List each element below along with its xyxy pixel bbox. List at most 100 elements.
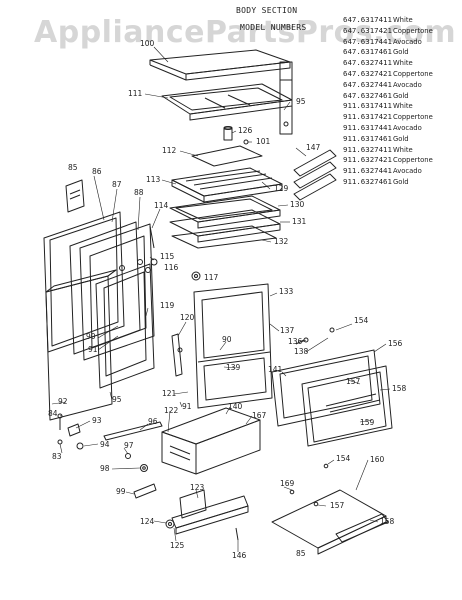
part-oven-rack [171,167,283,203]
model-number: 647.6317411 [343,15,392,24]
callout-154: 154 [354,316,369,325]
model-color: Coppertone [392,156,433,165]
callout-95-lower: 95 [112,395,122,404]
callout-158-lower: 158 [380,517,395,526]
callout-140: 140 [228,402,243,411]
callout-91-frame: 91 [182,402,192,411]
section-title: BODY SECTION [236,6,298,15]
part-rollers [125,453,148,472]
model-number-row: 647.6317411White [343,15,433,26]
callout-159: 159 [360,418,375,427]
callout-131: 131 [292,217,307,226]
callout-114: 114 [154,201,169,210]
callout-112: 112 [162,146,177,155]
model-number: 911.6327421 [343,155,392,165]
model-number: 911.6327461 [343,176,392,186]
callout-97: 97 [124,441,134,450]
leader-lines [51,46,391,552]
callout-158: 158 [392,384,407,393]
callout-129: 129 [274,184,289,193]
model-number-row: 911.6327441Avocado [343,166,433,177]
model-number-row: 911.6317421Coppertone [343,112,433,123]
callout-124: 124 [140,517,155,526]
callout-157-lower: 157 [330,501,345,510]
model-color: Avocado [392,80,422,89]
callout-133: 133 [279,287,294,296]
model-color: Coppertone [392,113,433,122]
model-number-row: 911.6317441Avocado [343,123,433,134]
callout-141: 141 [268,365,283,374]
callout-119: 119 [160,301,175,310]
model-number: 911.6327441 [343,166,392,176]
callout-138: 138 [294,347,309,356]
model-number-row: 647.6327441Avocado [343,80,433,91]
callout-116: 116 [164,263,179,272]
model-number-row: 647.6327461Gold [343,91,433,102]
callout-99: 99 [116,487,126,496]
model-number: 911.6317461 [343,133,392,143]
part-oven-liner [79,223,155,361]
part-storage-drawer [161,407,261,475]
model-number-row: 911.6317411White [343,101,433,112]
callout-91: 91 [88,345,98,354]
part-small-hardware [57,413,84,450]
callout-125: 125 [170,541,185,550]
callout-98: 98 [100,464,110,473]
model-number-row: 647.6317441Avocado [343,37,433,48]
model-color: Avocado [392,37,422,46]
model-color: Avocado [392,167,422,176]
part-leveler-bracket [133,483,157,499]
part-side-rack [293,149,337,201]
callout-156: 156 [388,339,403,348]
callout-111: 111 [128,89,143,98]
part-front-frame [193,283,273,409]
callout-139: 139 [226,363,241,372]
callout-87: 87 [112,180,122,189]
callout-137: 137 [280,326,295,335]
model-number-row: 911.6327421Coppertone [343,155,433,166]
callout-86: 86 [92,167,102,176]
callout-160: 160 [370,455,385,464]
model-number: 647.6327461 [343,90,392,100]
part-screws [295,327,335,345]
callout-113: 113 [146,175,161,184]
callout-132: 132 [274,237,289,246]
model-color: Gold [392,134,409,143]
callout-85-lower: 85 [296,549,306,558]
callout-94: 94 [100,440,110,449]
model-number: 647.6327441 [343,79,392,89]
callout-90-frame: 90 [222,335,232,344]
part-cooktop-lid [149,49,291,81]
callout-115: 115 [160,252,175,261]
callout-123: 123 [190,483,205,492]
model-color: White [392,102,413,111]
model-color: Gold [392,91,409,100]
part-drip-pans [169,195,281,249]
model-number: 647.6327421 [343,68,392,78]
callout-101: 101 [256,137,271,146]
model-number-row: 911.6327411White [343,145,433,156]
part-oven-door [271,349,393,447]
model-numbers-heading: MODEL NUMBERS [240,23,307,32]
callout-labels: 100 111 95 126 101 147 112 85 86 87 88 1… [48,39,407,560]
callout-146: 146 [232,551,247,560]
part-drawer-slide [103,421,163,441]
watermark-text: AppliancePartsPros.com [34,15,457,50]
model-color: White [392,59,413,68]
callout-169: 169 [280,479,295,488]
part-heating-element [191,145,263,167]
callout-157: 157 [346,377,361,386]
model-number-row: 911.6317461Gold [343,134,433,145]
model-color: White [392,145,413,154]
callout-147: 147 [306,143,321,152]
model-number: 911.6327411 [343,144,392,154]
callout-83: 83 [52,452,62,461]
callout-84: 84 [48,409,58,418]
callout-122: 122 [164,406,179,415]
part-hinge [171,333,183,377]
model-number-row: 647.6317461Gold [343,47,433,58]
model-number-row: 647.6327421Coppertone [343,69,433,80]
part-cooktop-frame [161,61,293,135]
callout-90: 90 [86,332,96,341]
